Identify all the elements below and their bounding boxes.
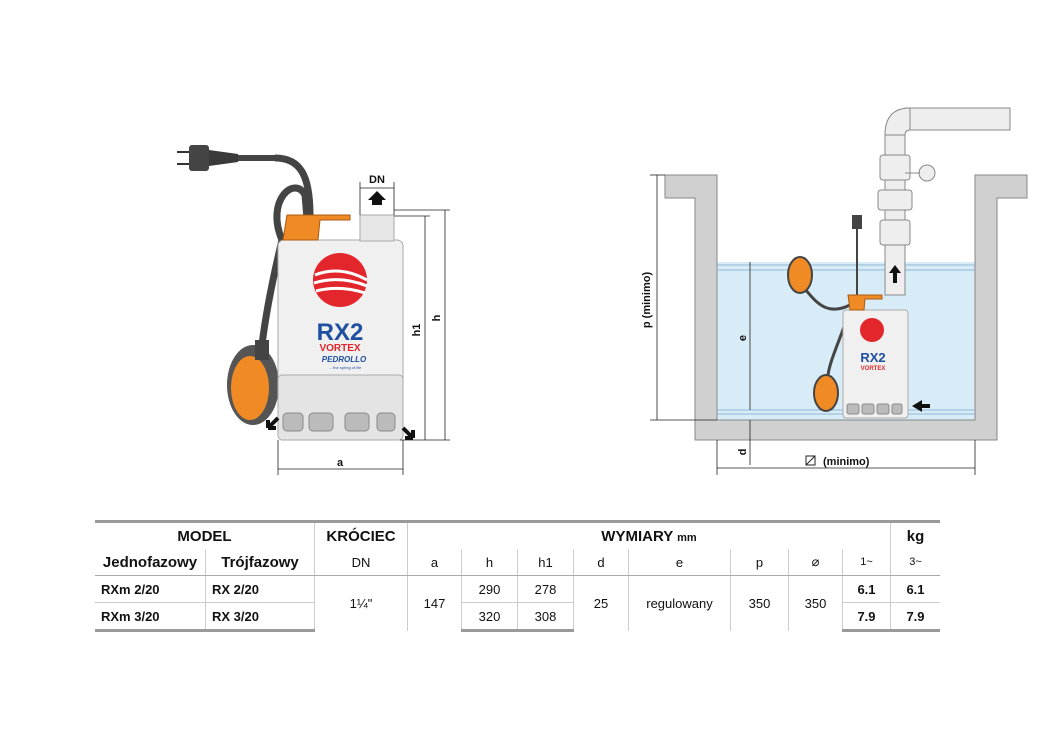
svg-text:VORTEX: VORTEX: [861, 366, 886, 372]
svg-text:d: d: [737, 449, 749, 456]
installation-drawing-right: RX2 VORTEX p (minimo) e d (minimo): [641, 107, 1028, 475]
col-diameter: ⌀: [788, 549, 843, 576]
svg-text:(minimo): (minimo): [823, 456, 870, 468]
kg-1ph: 6.1: [842, 575, 891, 603]
dims-header: WYMIARY mm: [407, 520, 891, 549]
p-value: 350: [730, 575, 789, 631]
diameter-value: 350: [788, 575, 843, 631]
svg-text:h1: h1: [411, 324, 423, 337]
col-dn: DN: [314, 549, 408, 576]
power-plug-icon: [177, 145, 275, 171]
spec-table: MODEL KRÓCIEC WYMIARY mm kg Jednofazowy …: [95, 520, 940, 632]
kg-header: kg: [890, 520, 940, 549]
svg-text:VORTEX: VORTEX: [319, 343, 360, 354]
inlet-arrow-icon: [912, 400, 930, 412]
svg-text:p (minimo): p (minimo): [641, 272, 653, 329]
e-value: regulowany: [628, 575, 731, 631]
inlet-arrow-icon: [401, 426, 415, 440]
outlet-arrow-icon: [889, 265, 901, 283]
d-value: 25: [573, 575, 629, 631]
col-single-phase: Jednofazowy: [95, 549, 206, 576]
col-e: e: [628, 549, 731, 576]
dn-value: 1¼": [314, 575, 408, 631]
col-d: d: [573, 549, 629, 576]
col-p: p: [730, 549, 789, 576]
float-switch-icon: [227, 340, 279, 425]
float-switch-lower: [813, 374, 839, 412]
model-header: MODEL: [95, 520, 315, 549]
outlet-arrow-icon: [368, 191, 386, 205]
pump-drawing-left: RX2 VORTEX PEDROLLO ... the spring of li…: [177, 145, 450, 475]
connector-header: KRÓCIEC: [314, 520, 408, 549]
col-h1: h1: [517, 549, 574, 576]
svg-text:PEDROLLO: PEDROLLO: [322, 355, 367, 364]
col-h: h: [461, 549, 518, 576]
col-a: a: [407, 549, 462, 576]
a-value: 147: [407, 575, 462, 631]
svg-text:a: a: [337, 457, 344, 469]
table-header-row: MODEL KRÓCIEC WYMIARY mm kg: [95, 520, 940, 549]
svg-text:DN: DN: [369, 174, 385, 186]
col-kg-1ph: 1~: [842, 549, 891, 576]
inlet-arrow-icon: [266, 416, 280, 430]
discharge-pipe: [877, 107, 1011, 296]
svg-text:... the spring of life: ... the spring of life: [329, 365, 362, 370]
svg-text:RX2: RX2: [317, 319, 364, 346]
power-plug-icon: [852, 215, 862, 229]
table-row: RXm 3/20 RX 3/20 320 308 7.9 7.9: [95, 602, 940, 632]
model-three: RX 2/20: [205, 575, 315, 603]
h-value: 290: [461, 575, 518, 603]
kg-3ph: 6.1: [890, 575, 940, 603]
diameter-icon: [805, 455, 816, 466]
h-value: 320: [461, 602, 518, 632]
h1-value: 278: [517, 575, 574, 603]
brand-logo: RX2 VORTEX PEDROLLO ... the spring of li…: [313, 253, 368, 370]
col-three-phase: Trójfazowy: [205, 549, 315, 576]
table-row: RXm 2/20 RX 2/20 1¼" 147 290 278 25 regu…: [95, 575, 940, 631]
col-kg-3ph: 3~: [890, 549, 940, 576]
table-subheader-row: Jednofazowy Trójfazowy DN a h h1 d e p ⌀…: [95, 549, 940, 576]
model-single: RXm 3/20: [95, 602, 206, 632]
float-switch-upper: [787, 256, 813, 294]
svg-text:h: h: [431, 314, 443, 321]
kg-1ph: 7.9: [842, 602, 891, 632]
model-single: RXm 2/20: [101, 581, 160, 597]
model-three: RX 3/20: [205, 602, 315, 632]
kg-3ph: 7.9: [890, 602, 940, 632]
svg-text:RX2: RX2: [860, 350, 885, 365]
h1-value: 308: [517, 602, 574, 632]
svg-text:e: e: [737, 335, 749, 341]
